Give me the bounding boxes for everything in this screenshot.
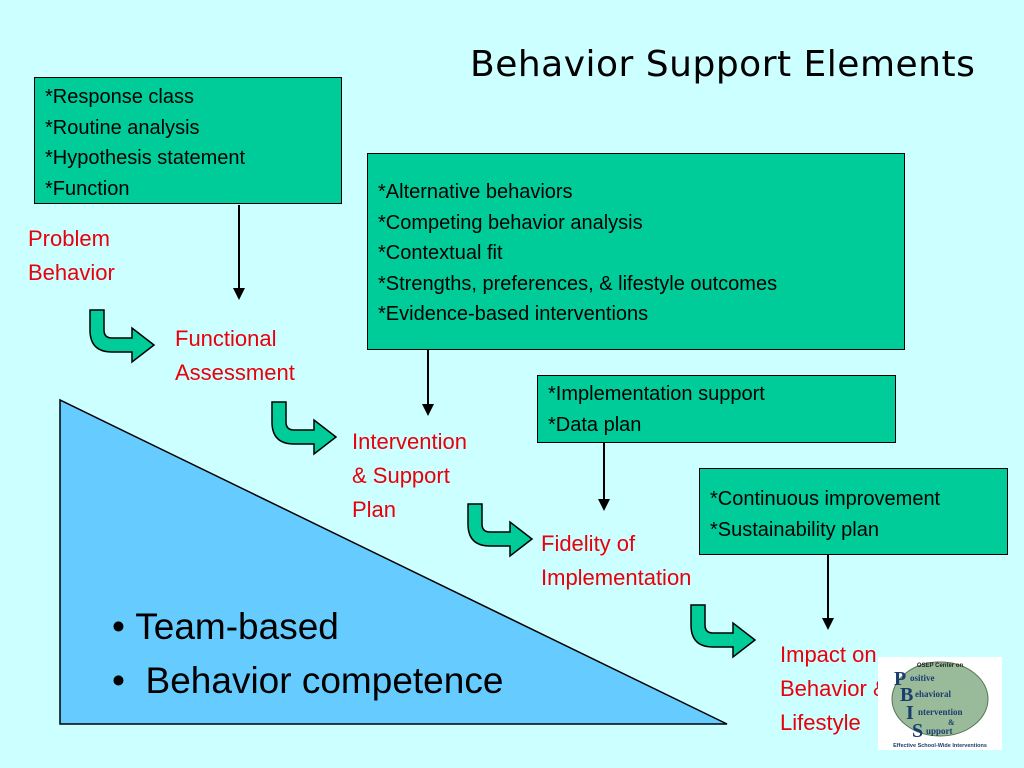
- svg-text:ositive: ositive: [910, 673, 935, 683]
- svg-text:P: P: [894, 668, 906, 690]
- curved-arrow-icon: [89, 309, 156, 364]
- svg-text:S: S: [912, 720, 923, 742]
- bullet-icon: •: [112, 660, 125, 701]
- down-arrow-intervention: [422, 350, 434, 416]
- step-impact: Impact on Behavior & Lifestyle: [780, 642, 888, 735]
- box-item: *Competing behavior analysis: [378, 211, 643, 234]
- curved-arrow-icon: [271, 401, 338, 456]
- box-item: *Response class: [45, 86, 194, 108]
- intervention-elements-box: *Alternative behaviors *Competing behavi…: [367, 153, 905, 350]
- box-item: *Routine analysis: [45, 116, 200, 139]
- fidelity-elements-box: *Implementation support *Data plan: [537, 375, 896, 443]
- triangle-bullets: • Team-based • Behavior competence: [112, 600, 503, 708]
- box-item: *Sustainability plan: [710, 518, 879, 541]
- svg-text:I: I: [906, 702, 914, 724]
- down-arrow-assessment: [233, 205, 245, 300]
- down-arrow-fidelity: [598, 442, 610, 511]
- svg-text:&: &: [948, 718, 955, 727]
- step-intervention-plan: Intervention & Support Plan: [352, 429, 467, 522]
- curved-arrow-icon: [467, 503, 534, 558]
- impact-elements-box: *Continuous improvement *Sustainability …: [699, 468, 1008, 555]
- svg-text:Effective School-Wide Interven: Effective School-Wide Interventions: [893, 743, 987, 749]
- box-item: *Implementation support: [548, 383, 765, 405]
- box-item: *Alternative behaviors: [378, 181, 573, 203]
- step-fidelity: Fidelity of Implementation: [541, 531, 692, 590]
- page-title: Behavior Support Elements: [470, 44, 976, 85]
- box-item: *Strengths, preferences, & lifestyle out…: [378, 272, 778, 295]
- box-item: *Function: [45, 177, 130, 200]
- box-item: *Hypothesis statement: [45, 147, 246, 169]
- box-item: *Contextual fit: [378, 242, 503, 264]
- svg-text:upport: upport: [926, 726, 953, 736]
- bullet-item: • Team-based: [112, 606, 339, 647]
- svg-text:ntervention: ntervention: [918, 707, 963, 717]
- step-problem-behavior: Problem Behavior: [28, 226, 115, 285]
- pbis-logo: OSEP Center on P ositive B ehavioral I n…: [878, 657, 1002, 750]
- svg-text:B: B: [900, 684, 913, 706]
- svg-text:OSEP Center on: OSEP Center on: [917, 663, 964, 669]
- box-item: *Evidence-based interventions: [378, 303, 649, 325]
- bullet-icon: •: [112, 606, 125, 647]
- pbis-logo-graphic: OSEP Center on P ositive B ehavioral I n…: [891, 661, 989, 749]
- svg-text:ehavioral: ehavioral: [915, 689, 951, 699]
- down-arrow-impact: [822, 554, 834, 630]
- box-item: *Data plan: [548, 413, 642, 436]
- team-triangle: [59, 398, 728, 725]
- step-functional-assessment: Functional Assessment: [175, 326, 295, 385]
- box-item: *Continuous improvement: [710, 488, 941, 510]
- curved-arrow-icon: [690, 604, 757, 659]
- bullet-item: • Behavior competence: [112, 660, 504, 701]
- assessment-elements-box: *Response class *Routine analysis *Hypot…: [34, 77, 342, 204]
